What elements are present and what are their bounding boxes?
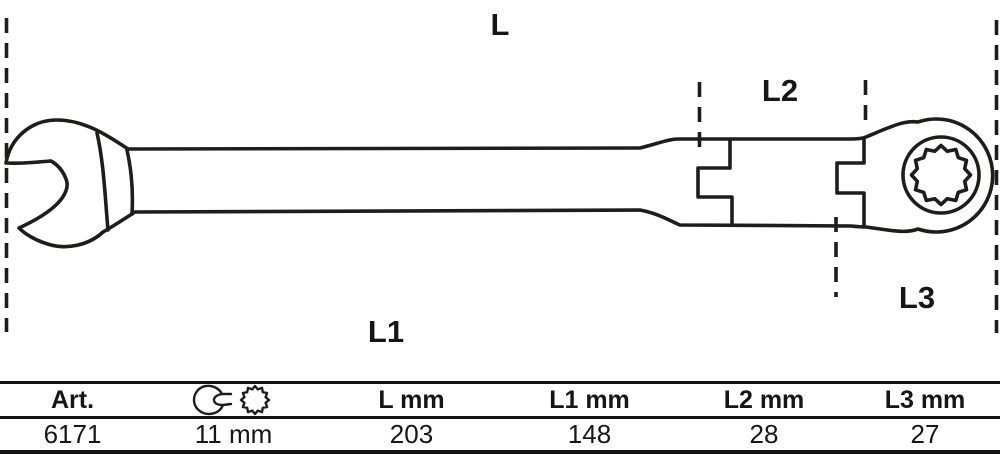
dimension-label-l1: L1 — [368, 314, 404, 349]
cell-art-number: 6171 — [43, 419, 102, 449]
wrench-drawing — [4, 18, 999, 333]
spec-table-header-row: Art. L mm L1 mm L2 mm L3 mm — [0, 382, 1000, 418]
col-header-l: L mm — [322, 383, 501, 418]
cell-l-value: 203 — [389, 419, 434, 449]
cell-l2-value: 28 — [749, 419, 779, 449]
spec-table-value-row: 6171 11 mm 203 148 28 27 — [0, 418, 1000, 452]
cell-l1-value: 148 — [567, 419, 612, 449]
col-header-l3: L3 mm — [850, 383, 1000, 418]
cell-size: 11 mm — [194, 419, 273, 449]
left-hinge-joint — [696, 138, 734, 226]
col-header-art-label: Art. — [50, 385, 95, 414]
spec-table: Art. L mm L1 mm L2 mm L3 mm 6171 11 mm 2… — [0, 381, 1000, 454]
col-header-l3-label: L3 mm — [884, 385, 966, 414]
col-header-size — [145, 383, 322, 418]
col-header-l2-label: L2 mm — [723, 385, 805, 414]
wrench-silhouette — [4, 117, 995, 249]
cell-l3-value: 27 — [910, 419, 940, 449]
dimension-label-l3: L3 — [899, 280, 935, 315]
size-header-icons — [192, 384, 270, 416]
col-header-l-label: L mm — [378, 385, 445, 414]
right-hinge-joint — [835, 137, 866, 227]
head-face-arcs — [95, 131, 135, 232]
dimension-lines — [4, 18, 999, 333]
col-header-l2: L2 mm — [678, 383, 850, 418]
ring-bore-circle — [901, 135, 981, 215]
col-header-l1: L1 mm — [501, 383, 678, 418]
col-header-l1-label: L1 mm — [549, 385, 630, 414]
ring-spline-profile — [909, 143, 973, 207]
wrench-diagram: L L1 L2 L3 — [4, 7, 999, 349]
dimension-label-l: L — [491, 7, 510, 42]
col-header-art: Art. — [0, 383, 145, 418]
dimension-label-l2: L2 — [762, 73, 798, 108]
twelve-point-ring-icon — [239, 384, 270, 416]
open-end-wrench-icon — [192, 384, 232, 416]
